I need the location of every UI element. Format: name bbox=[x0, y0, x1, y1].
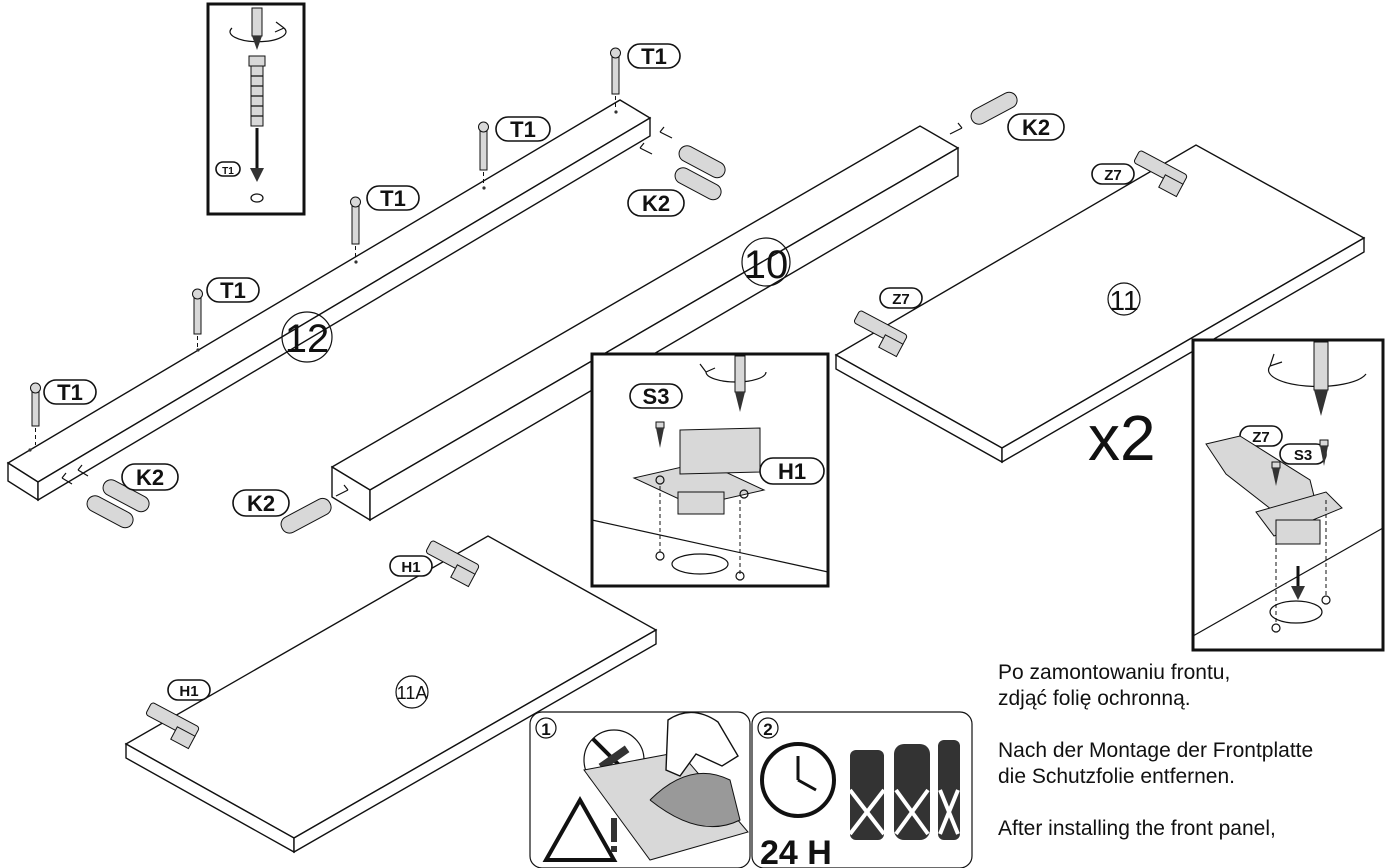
board-11a bbox=[124, 535, 658, 854]
part-11a-label: 11A bbox=[397, 683, 428, 703]
svg-text:2: 2 bbox=[763, 720, 772, 739]
svg-text:1: 1 bbox=[541, 720, 550, 739]
screwdriver-icon bbox=[734, 355, 746, 393]
t1-callout: T1 T1 T1 T1 T1 bbox=[43, 43, 681, 405]
part-number-circle bbox=[281, 311, 333, 363]
k2-callout: K2 K2 K2 K2 bbox=[121, 113, 1065, 517]
svg-text:S3: S3 bbox=[1294, 447, 1312, 464]
hinge-icon bbox=[632, 427, 766, 515]
note-de: Nach der Montage der Frontplatte die Sch… bbox=[998, 739, 1314, 788]
step-1-panel: 1 bbox=[529, 711, 751, 868]
hinge-icon bbox=[1205, 435, 1343, 545]
svg-text:K2: K2 bbox=[642, 191, 670, 216]
svg-text:Z7: Z7 bbox=[892, 291, 910, 308]
svg-text:T1: T1 bbox=[220, 278, 246, 303]
svg-text:Z7: Z7 bbox=[1104, 167, 1122, 184]
multiplier-label: x2 bbox=[1088, 402, 1156, 474]
svg-text:Z7: Z7 bbox=[1252, 429, 1270, 446]
cam-bolt-icon bbox=[248, 55, 266, 67]
no-chemicals-icon bbox=[848, 740, 960, 840]
screw-icon bbox=[1271, 439, 1329, 486]
board-11 bbox=[834, 144, 1366, 464]
part-11-label: 11 bbox=[1109, 285, 1138, 316]
detail-h1-hinge: S3 H1 bbox=[590, 352, 830, 588]
svg-text:T1: T1 bbox=[510, 117, 536, 142]
warning-icon bbox=[542, 795, 618, 862]
detail-cam-bolt: T1 bbox=[206, 2, 306, 216]
instruction-notes: Po zamontowaniu frontu, zdjąć folię ochr… bbox=[998, 660, 1393, 868]
foil-panel bbox=[583, 711, 749, 861]
svg-text:H1: H1 bbox=[401, 559, 420, 576]
svg-text:K2: K2 bbox=[247, 491, 275, 516]
step-2-panel: 2 24 H bbox=[751, 711, 973, 868]
svg-text:K2: K2 bbox=[136, 465, 164, 490]
svg-text:T1: T1 bbox=[222, 166, 234, 177]
svg-text:H1: H1 bbox=[179, 683, 198, 700]
dowel-icon bbox=[61, 91, 1018, 534]
svg-text:T1: T1 bbox=[641, 44, 667, 69]
part-number-circle bbox=[741, 237, 791, 287]
note-en: After installing the front panel, bbox=[998, 817, 1276, 840]
note-pl: Po zamontowaniu frontu, zdjąć folię ochr… bbox=[998, 661, 1231, 710]
svg-text:T1: T1 bbox=[380, 186, 406, 211]
hinge-icon bbox=[145, 150, 1188, 750]
z7-callout: Z7 Z7 bbox=[879, 163, 1135, 309]
part-10-label: 10 bbox=[744, 243, 789, 287]
board-10 bbox=[330, 125, 960, 522]
svg-text:T1: T1 bbox=[57, 380, 83, 405]
board-12 bbox=[6, 99, 652, 502]
screwdriver-icon bbox=[1313, 341, 1329, 391]
rotate-arrow-icon bbox=[1267, 365, 1367, 388]
clock-icon bbox=[760, 742, 836, 818]
h1-callout: H1 H1 bbox=[167, 555, 433, 701]
svg-text:S3: S3 bbox=[643, 384, 670, 409]
detail-z7-hinge: Z7 S3 bbox=[1191, 338, 1385, 652]
svg-text:K2: K2 bbox=[1022, 115, 1050, 140]
svg-text:H1: H1 bbox=[778, 459, 806, 484]
part-12-label: 12 bbox=[285, 317, 330, 361]
screwdriver-icon bbox=[251, 7, 263, 37]
cam-bolt-icon bbox=[30, 47, 621, 445]
wait-24h-label: 24 H bbox=[760, 834, 832, 868]
